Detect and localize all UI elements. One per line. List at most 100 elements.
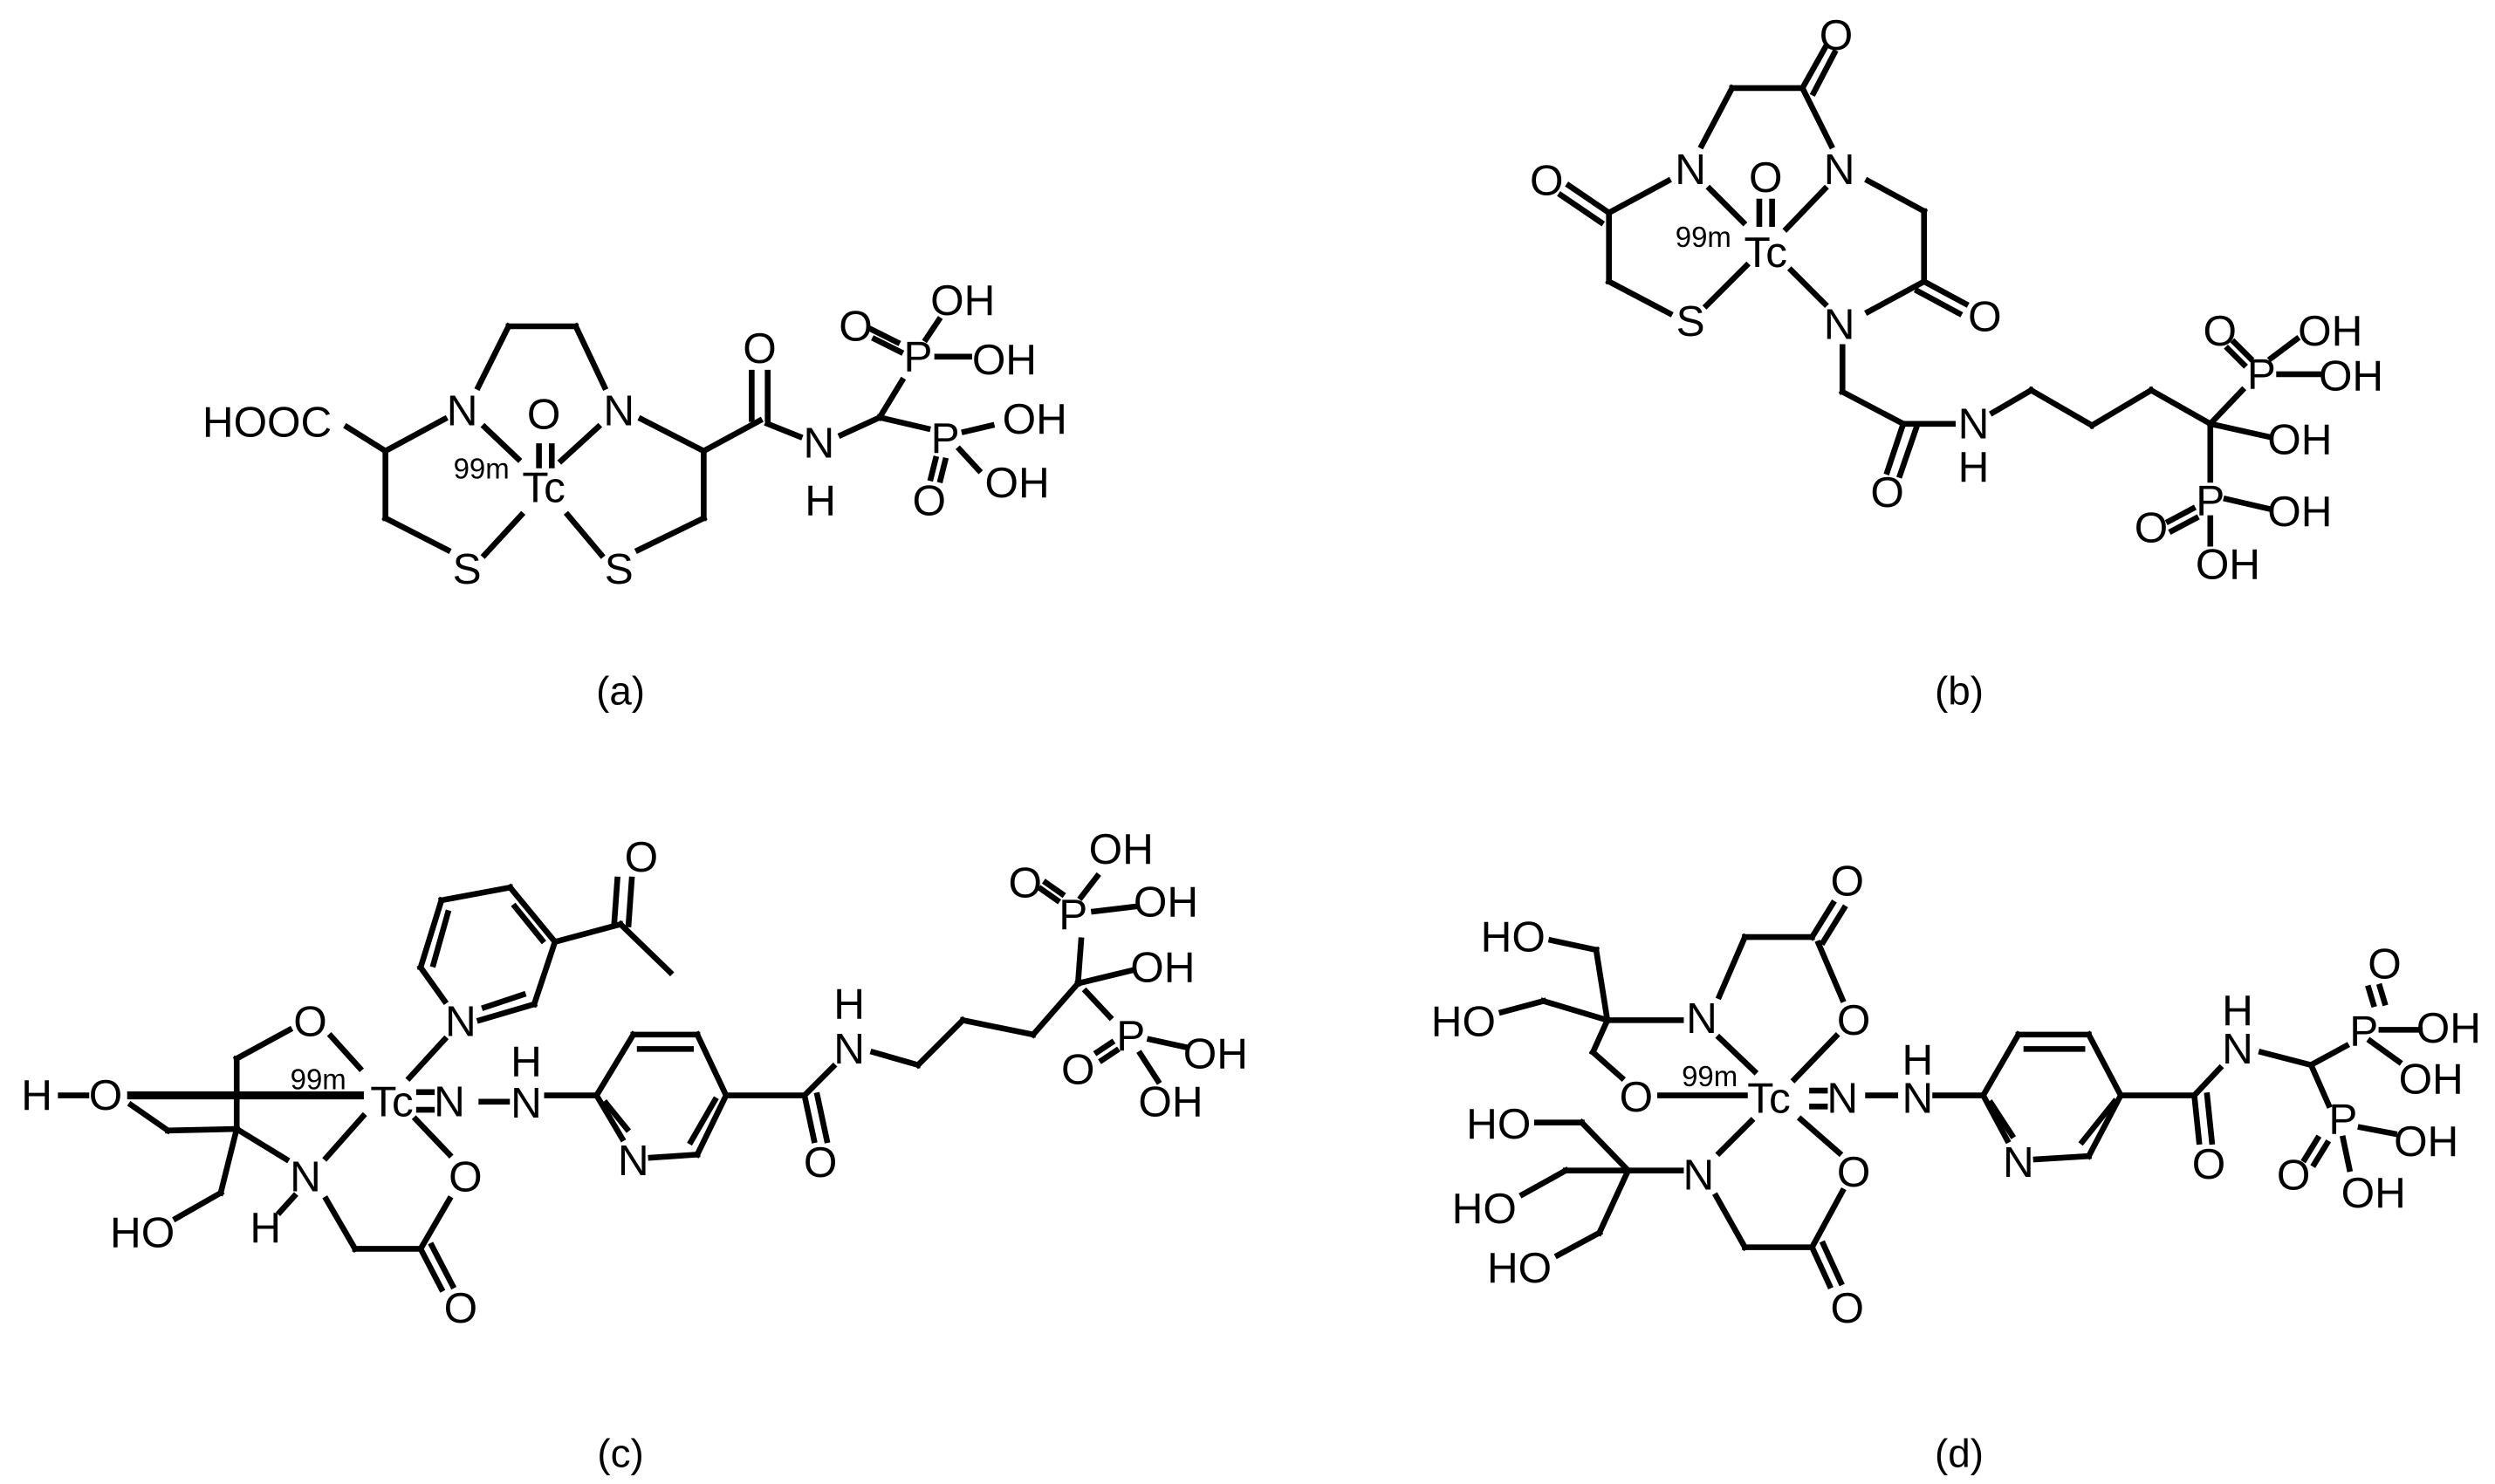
bond-line	[429, 909, 452, 968]
atom-label: OH	[2399, 1056, 2464, 1104]
bond-line	[959, 1016, 1037, 1038]
bond-line	[693, 1030, 730, 1099]
bond-line	[322, 1111, 367, 1162]
isotope-label: 99m	[291, 1063, 346, 1096]
bond-line	[2085, 1091, 2125, 1160]
bond-line	[1518, 1166, 1570, 1199]
bond-line	[1819, 904, 1848, 947]
atom-label: OH	[2196, 541, 2260, 589]
atom-label: OH	[2319, 352, 2383, 400]
atom-label: O	[2204, 307, 2237, 355]
atom-label: N	[1683, 1152, 1714, 1200]
bond-line	[867, 325, 901, 346]
bond-line	[611, 876, 620, 927]
atom-label: N	[603, 387, 634, 435]
atom-label: N	[447, 387, 478, 435]
bond-line	[1093, 1038, 1116, 1057]
bond-line	[648, 1151, 701, 1161]
bond-line	[437, 884, 514, 904]
atom-label: Tc	[370, 1077, 413, 1125]
atom-label: H	[1902, 1036, 1934, 1084]
atom-label: HO	[110, 1209, 175, 1257]
bond-line	[1819, 1240, 1845, 1287]
bond-line	[2027, 386, 2096, 430]
atom-label: N	[1958, 400, 1990, 448]
bond-line	[1796, 1115, 1844, 1158]
bond-line	[2357, 1124, 2398, 1138]
bond-line	[216, 1125, 241, 1197]
bond-line	[1799, 84, 1835, 150]
atom-label: N	[445, 998, 476, 1046]
atom-label: O	[1968, 293, 2001, 341]
atom-label: O	[804, 1139, 837, 1187]
atom-label: O	[2192, 1140, 2225, 1188]
panel-label-c: (c)	[597, 1432, 643, 1476]
atom-label: OH	[972, 336, 1037, 384]
atom-label: O	[913, 476, 946, 524]
bond-line	[165, 1125, 240, 1134]
atom-label: O	[1530, 157, 1563, 205]
atom-label: P	[1116, 1012, 1145, 1060]
atom-label: O	[2368, 940, 2401, 988]
atom-label: O	[839, 303, 872, 351]
bond-line	[511, 902, 546, 945]
bond-line	[1920, 277, 1970, 308]
atom-label: N	[434, 1077, 465, 1125]
bond-line	[1782, 184, 1829, 233]
atom-label: N	[290, 1152, 321, 1200]
bond-line	[1989, 386, 2036, 417]
bond-line	[875, 376, 907, 421]
bond-line	[480, 422, 523, 463]
bond-line	[481, 990, 527, 1011]
atom-label: O	[1749, 154, 1782, 202]
bond-line	[1547, 936, 1600, 954]
atom-label: N	[1827, 1075, 1858, 1123]
bond-line	[416, 1195, 454, 1253]
bond-line	[1090, 903, 1138, 915]
bond-line	[1715, 1117, 1756, 1158]
bond-line	[1702, 261, 1751, 310]
atom-label: N	[1824, 301, 1855, 349]
atom-label: N	[803, 419, 834, 467]
atom-label: P	[2349, 1008, 2378, 1056]
atom-label: P	[2196, 476, 2224, 524]
atom-label: OH	[930, 277, 995, 325]
panel-label-b: (b)	[1935, 668, 1984, 713]
atom-label: HO	[1452, 1185, 1517, 1233]
atom-label: N	[511, 1079, 542, 1127]
atom-label: O	[1061, 1046, 1094, 1094]
atom-label: O	[625, 833, 658, 881]
bond-line	[2307, 1042, 2351, 1070]
bond-line	[172, 1188, 225, 1223]
atom-label: H	[250, 1204, 281, 1252]
atom-label: O	[444, 1284, 477, 1332]
bond-line	[813, 1091, 831, 1144]
bond-line	[1146, 1036, 1190, 1051]
isotope-label: 99m	[1682, 1060, 1738, 1092]
bond-line	[1864, 176, 1929, 215]
bond-line	[474, 322, 513, 392]
bond-line	[1074, 937, 1085, 987]
bond-line	[876, 414, 931, 433]
bond-line	[1588, 1048, 1627, 1083]
isotope-label: 99m	[1676, 221, 1731, 253]
atom-label: O	[293, 998, 326, 1046]
bond-line	[625, 876, 635, 927]
atom-label: HOOC	[202, 398, 332, 446]
atom-label: O	[1620, 1073, 1653, 1121]
bond-line	[411, 1115, 454, 1159]
bond-line	[871, 335, 905, 356]
bond-line	[593, 1091, 627, 1143]
bond-line	[2258, 1049, 2315, 1069]
bond-line	[551, 920, 625, 946]
bond-line	[1814, 940, 1847, 1003]
bond-line	[1807, 1187, 1847, 1252]
bond-line	[322, 1195, 360, 1253]
atom-label: Tc	[1747, 1075, 1790, 1123]
atom-label: P	[1059, 891, 1087, 939]
bond-line	[2032, 1152, 2092, 1163]
bond-line	[1883, 420, 1908, 475]
bond-line	[2223, 495, 2272, 512]
